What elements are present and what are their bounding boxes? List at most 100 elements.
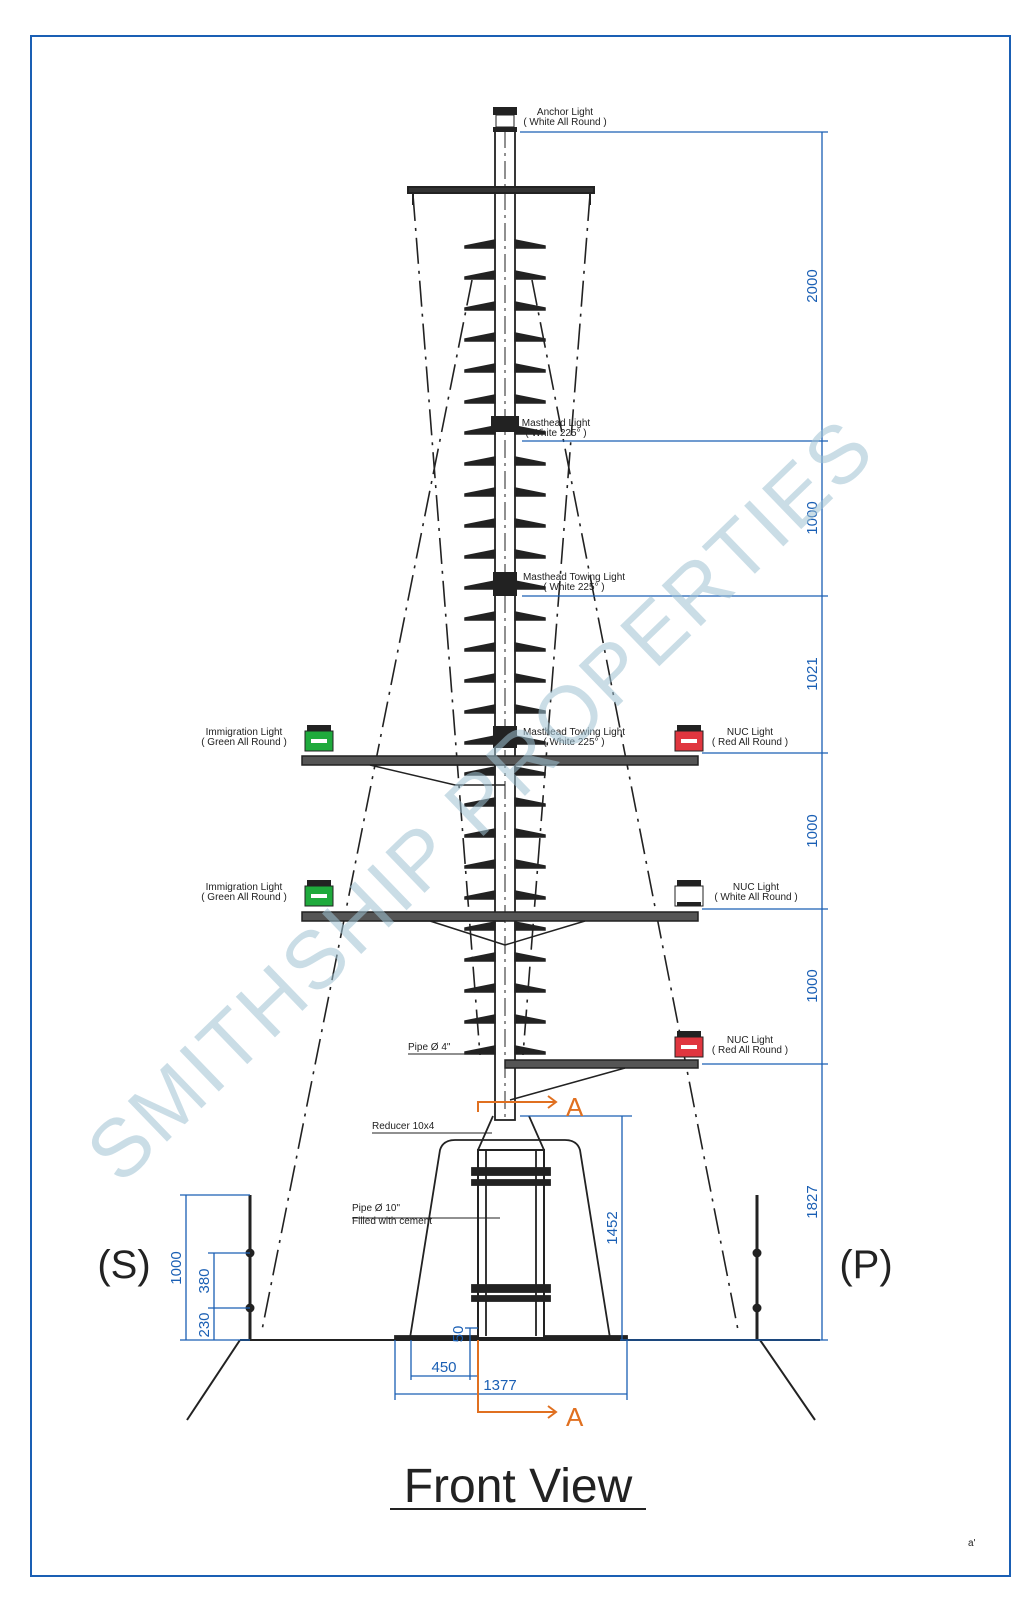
masthead-towing-light-2-name: Masthead Towing Light — [523, 727, 625, 738]
dim-upper-yard-to-lower-yard: 1000 — [804, 814, 821, 847]
right-chain-values: 2000 1000 1021 1000 1000 1827 — [804, 269, 821, 1218]
corner-mark: a' — [968, 1538, 976, 1549]
anchor-light-name: Anchor Light — [537, 107, 593, 118]
nuc-light-3-spec: ( Red All Round ) — [712, 1045, 788, 1056]
pipe-4-label: Pipe Ø 4" — [408, 1042, 451, 1053]
nuc-light-1-name: NUC Light — [727, 727, 773, 738]
section-mark-top: A — [566, 1092, 584, 1122]
mast-rung — [514, 890, 546, 900]
nuc-light-1-fixture — [674, 725, 704, 752]
dim-lower-yard-to-short-yard: 1000 — [804, 969, 821, 1002]
mast-rung — [514, 363, 546, 373]
mast-rung — [464, 797, 496, 807]
mast-rung — [464, 239, 496, 249]
mast-rung — [514, 983, 546, 993]
anchor-light-fixture — [493, 107, 517, 132]
nuc-light-1-spec: ( Red All Round ) — [712, 737, 788, 748]
nuc-light-3-name: NUC Light — [727, 1035, 773, 1046]
immigration-light-1-spec: ( Green All Round ) — [201, 737, 287, 748]
yards — [301, 755, 699, 1101]
mast-rung — [514, 1014, 546, 1024]
masthead-light-spec: ( White 225° ) — [525, 428, 586, 439]
mast-rung — [464, 301, 496, 311]
mast-rung — [464, 456, 496, 466]
immigration-light-1-name: Immigration Light — [206, 727, 283, 738]
section-mark-bottom: A — [566, 1402, 584, 1432]
mast-base — [394, 1115, 628, 1341]
rail-dimensions — [180, 1194, 250, 1341]
mast-rung — [514, 332, 546, 342]
mast-rung — [464, 859, 496, 869]
starboard-marker: (S) — [97, 1243, 150, 1287]
mast-rung — [464, 1014, 496, 1024]
base-width-dimensions — [394, 1327, 628, 1400]
mast-rung — [514, 518, 546, 528]
mast-rung — [464, 921, 496, 931]
mast-rung — [514, 921, 546, 931]
mast-rung — [464, 332, 496, 342]
anchor-light-spec: ( White All Round ) — [523, 117, 606, 128]
mast-rung — [514, 642, 546, 652]
pipe-10-label: Pipe Ø 10" — [352, 1203, 400, 1214]
mast-rung — [514, 952, 546, 962]
mast-rung — [514, 704, 546, 714]
masthead-towing-light-2-fixture — [493, 726, 517, 748]
masthead-towing-light-1-spec: ( White 225° ) — [543, 582, 604, 593]
mast-rung — [514, 301, 546, 311]
mast-rung — [514, 270, 546, 280]
mast-rung — [464, 952, 496, 962]
mast-rung — [514, 859, 546, 869]
mast-pipe — [494, 129, 516, 1121]
dim-base-offset: 50 — [450, 1326, 467, 1343]
mast-rung — [464, 363, 496, 373]
mast-rung — [514, 487, 546, 497]
pipe-10-note: Filled with cement — [352, 1216, 432, 1227]
top-crosstree — [407, 186, 595, 205]
dim-rail-upper: 380 — [196, 1268, 213, 1293]
drawing-title: Front View — [404, 1460, 633, 1513]
watermark: SMITHSHIP PROPERTIES — [70, 401, 892, 1199]
nuc-light-3-fixture — [674, 1031, 704, 1058]
masthead-light-fixture — [491, 416, 519, 432]
part-leaders — [352, 1053, 500, 1219]
mast-rung — [514, 394, 546, 404]
mast-rung — [514, 766, 546, 776]
masthead-towing-light-1-name: Masthead Towing Light — [523, 572, 625, 583]
dim-masthead-to-towing: 1000 — [804, 501, 821, 534]
immigration-light-1-fixture — [304, 725, 334, 752]
nuc-light-2-spec: ( White All Round ) — [714, 892, 797, 903]
mast-rung — [464, 828, 496, 838]
part-labels: Pipe Ø 4" Reducer 10x4 Pipe Ø 10" Filled… — [352, 1042, 451, 1227]
masthead-towing-light-2-spec: ( White 225° ) — [543, 737, 604, 748]
mast-rung — [464, 549, 496, 559]
reducer-label: Reducer 10x4 — [372, 1121, 435, 1132]
dim-rail-total: 1000 — [168, 1251, 185, 1284]
mast-rung — [464, 425, 496, 435]
mast-rung — [514, 611, 546, 621]
immigration-light-2-fixture — [304, 880, 334, 907]
light-labels: Anchor Light ( White All Round ) Masthea… — [201, 107, 797, 1056]
stay-lines — [261, 194, 739, 1331]
dim-short-yard-to-deck: 1827 — [804, 1185, 821, 1218]
mast-rung — [464, 673, 496, 683]
dim-base-half: 450 — [431, 1359, 456, 1376]
mast-rung — [464, 983, 496, 993]
nuc-light-2-name: NUC Light — [733, 882, 779, 893]
drawing-frame — [30, 35, 1011, 1577]
mast-rung — [464, 704, 496, 714]
mast-rung — [464, 642, 496, 652]
mast-rungs — [464, 239, 546, 1055]
mast-rung — [514, 1045, 546, 1055]
masthead-towing-light-1-fixture — [493, 572, 517, 596]
mast-rung — [514, 456, 546, 466]
dim-base-width: 1377 — [483, 1377, 516, 1394]
immigration-light-2-spec: ( Green All Round ) — [201, 892, 287, 903]
mast-rung — [464, 270, 496, 280]
mast-rung — [514, 828, 546, 838]
masthead-light-name: Masthead Light — [522, 418, 591, 429]
mast-rung — [514, 549, 546, 559]
nuc-light-2-fixture — [674, 880, 704, 907]
port-marker: (P) — [839, 1243, 892, 1287]
dim-anchor-to-masthead: 2000 — [804, 269, 821, 302]
